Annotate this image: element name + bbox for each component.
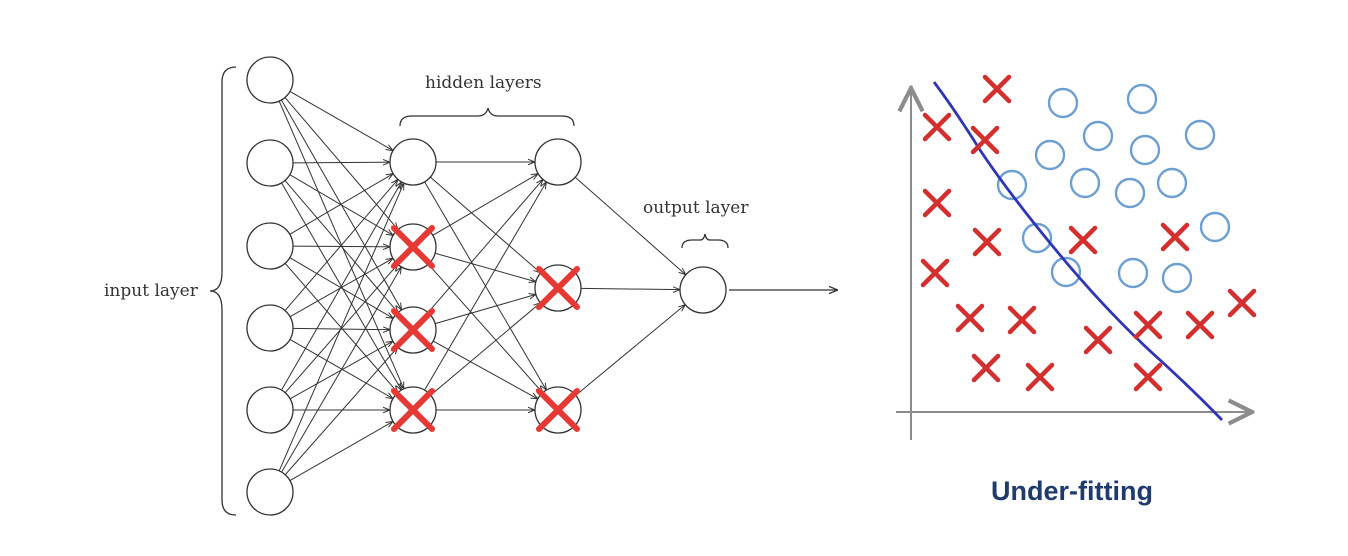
- cross-point-14: [1227, 288, 1257, 318]
- connection-l0-3-0: [284, 179, 398, 311]
- cross-point-10: [1007, 305, 1037, 335]
- input-neuron-2: [246, 139, 294, 187]
- circle-point-14: [1117, 257, 1149, 289]
- circle-point-1: [1047, 87, 1079, 119]
- output-neuron-1: [679, 266, 727, 314]
- network-connections: [278, 91, 686, 481]
- output-layer-brace: [681, 233, 729, 249]
- hidden-layers-label: hidden layers: [425, 73, 542, 93]
- connection-l1-2-2: [432, 340, 538, 399]
- cross-point-8: [920, 258, 950, 288]
- network-neurons: [246, 56, 727, 516]
- cross-point-7: [1160, 222, 1190, 252]
- dropout-x-icon: [536, 388, 580, 432]
- connection-l1-1-2: [427, 263, 542, 393]
- connection-l0-4-0: [281, 182, 401, 391]
- circle-point-10: [1156, 167, 1188, 199]
- connection-l0-0-0: [289, 91, 393, 150]
- input-layer-brace: [209, 66, 237, 516]
- hidden-layers-brace: [399, 107, 575, 127]
- circle-point-3: [1082, 120, 1114, 152]
- connection-l1-1-1: [434, 252, 536, 281]
- connection-l0-5-0: [278, 183, 404, 472]
- connection-l0-1-0: [292, 162, 390, 163]
- connection-l0-5-2: [284, 347, 398, 476]
- connection-l2-0-0: [574, 176, 686, 275]
- connection-l0-1-1: [289, 174, 393, 236]
- cross-point-17: [1133, 362, 1163, 392]
- connection-l0-2-0: [289, 174, 393, 235]
- cross-point-3: [970, 125, 1000, 155]
- connection-l1-3-1: [430, 303, 541, 396]
- connection-l1-2-0: [427, 179, 543, 313]
- underfitting-scatter: Under-fitting: [896, 74, 1257, 506]
- connection-l1-0-1: [430, 176, 540, 273]
- cross-point-12: [1133, 310, 1163, 340]
- circle-points: [996, 83, 1231, 294]
- circle-point-7: [996, 169, 1028, 201]
- circle-point-2: [1126, 83, 1158, 115]
- input-neuron-5: [246, 386, 294, 434]
- connection-l2-1-0: [580, 288, 680, 289]
- input-neuron-3: [246, 222, 294, 270]
- connection-l0-5-3: [289, 421, 393, 481]
- cross-point-4: [922, 188, 952, 218]
- cross-point-5: [972, 227, 1002, 257]
- cross-point-2: [922, 112, 952, 142]
- connection-l1-2-1: [434, 294, 536, 325]
- dropout-x-icon: [391, 308, 435, 352]
- dropout-x-icon: [391, 388, 435, 432]
- hidden-2-neuron-1: [534, 138, 582, 186]
- cross-point-16: [1025, 362, 1055, 392]
- input-neuron-4: [246, 304, 294, 352]
- circle-point-13: [1050, 256, 1082, 288]
- hidden-1-neuron-1: [389, 138, 437, 186]
- input-neuron-6: [246, 468, 294, 516]
- input-neuron-1: [246, 56, 294, 104]
- connection-l0-0-1: [284, 97, 398, 229]
- cross-point-9: [955, 303, 985, 333]
- circle-point-11: [1199, 211, 1231, 243]
- dropout-x-icon: [536, 266, 580, 310]
- cross-point-1: [982, 74, 1012, 104]
- connection-l0-4-1: [284, 264, 398, 394]
- input-layer-label: input layer: [104, 281, 199, 301]
- cross-point-11: [1083, 325, 1113, 355]
- connection-l0-5-1: [281, 267, 402, 473]
- dropout-x-icon: [391, 225, 435, 269]
- circle-point-5: [1184, 119, 1216, 151]
- circle-point-6: [1034, 139, 1066, 171]
- connection-l0-2-1: [292, 246, 390, 247]
- under-fitting-caption: Under-fitting: [991, 476, 1153, 506]
- output-layer-label: output layer: [643, 198, 749, 218]
- neural-network-diagram: input layer hidden layers output layer: [104, 56, 838, 516]
- circle-point-8: [1069, 167, 1101, 199]
- circle-point-4: [1129, 134, 1161, 166]
- circle-point-12: [1021, 222, 1053, 254]
- cross-points: [920, 74, 1257, 392]
- connection-l0-3-1: [289, 258, 393, 318]
- cross-point-6: [1068, 225, 1098, 255]
- cross-point-15: [971, 353, 1001, 383]
- connection-l1-1-0: [432, 174, 538, 236]
- connection-l2-2-0: [575, 305, 686, 396]
- circle-point-15: [1161, 262, 1193, 294]
- circle-point-9: [1114, 177, 1146, 209]
- decision-boundary-line: [932, 81, 1224, 421]
- connection-l1-3-0: [424, 182, 547, 391]
- cross-point-13: [1185, 310, 1215, 340]
